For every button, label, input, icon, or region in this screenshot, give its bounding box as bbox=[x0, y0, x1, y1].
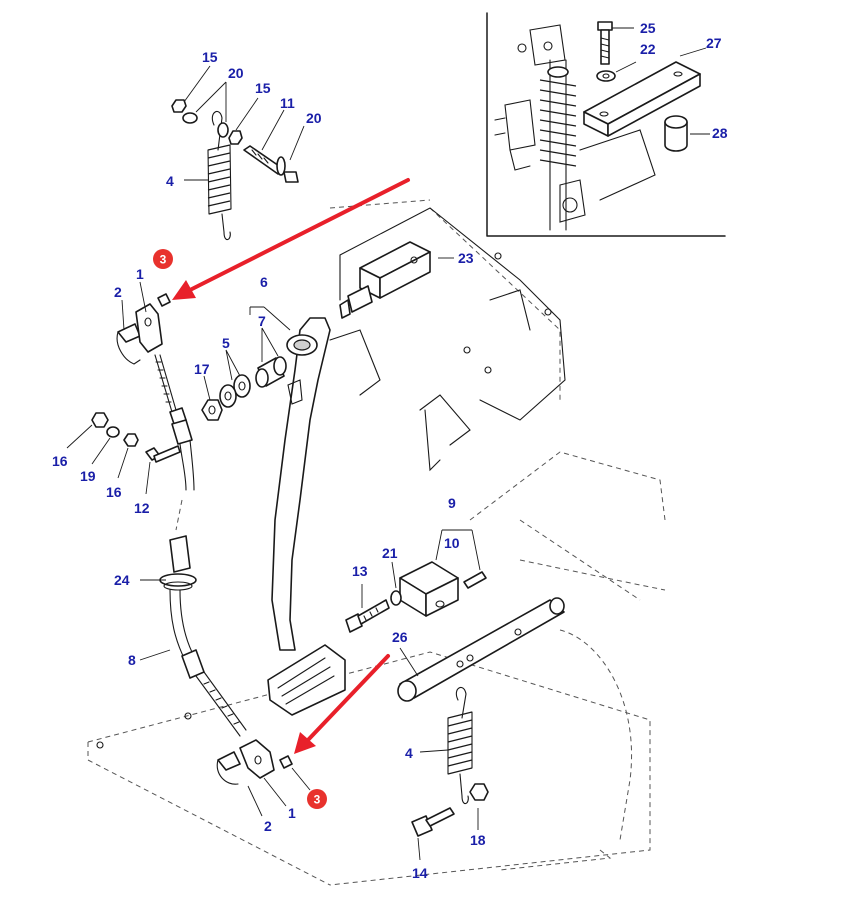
inset-washer-22 bbox=[596, 70, 616, 82]
label-2-lower: 2 bbox=[264, 818, 272, 834]
inset-spring-assembly bbox=[494, 24, 656, 231]
label-18: 18 bbox=[470, 832, 486, 848]
badge-3-upper: 3 bbox=[153, 249, 173, 269]
label-26: 26 bbox=[392, 629, 408, 645]
washer-20-top bbox=[182, 112, 198, 124]
label-21: 21 bbox=[382, 545, 398, 561]
label-1-lower: 1 bbox=[288, 805, 296, 821]
label-12: 12 bbox=[134, 500, 150, 516]
arrow-lower bbox=[294, 654, 390, 754]
pin-3-upper bbox=[157, 293, 171, 307]
nut-15-top bbox=[171, 99, 187, 113]
label-27: 27 bbox=[706, 35, 722, 51]
arrow-upper bbox=[172, 178, 410, 300]
label-5: 5 bbox=[222, 335, 230, 351]
label-15-b: 15 bbox=[255, 80, 271, 96]
label-16-b: 16 bbox=[106, 484, 122, 500]
clip-2-upper bbox=[116, 323, 141, 365]
spring-4-lower bbox=[447, 686, 473, 805]
clevis-1-upper bbox=[135, 303, 163, 353]
bolt-11 bbox=[243, 145, 283, 175]
inset-bolt-25 bbox=[597, 21, 613, 65]
badge-3-upper-text: 3 bbox=[160, 253, 167, 267]
nut-17 bbox=[201, 399, 223, 421]
inset-bushing-28 bbox=[664, 115, 688, 152]
label-7: 7 bbox=[258, 313, 266, 329]
roll-pin-10 bbox=[463, 571, 487, 589]
label-25: 25 bbox=[640, 20, 656, 36]
washer-20-b bbox=[217, 122, 229, 138]
clutch-pedal bbox=[267, 317, 346, 716]
label-28: 28 bbox=[712, 125, 728, 141]
spring-4-upper bbox=[207, 110, 232, 241]
nut-16-a bbox=[91, 412, 109, 428]
bolt-13 bbox=[345, 599, 390, 633]
cable-lower bbox=[159, 535, 247, 737]
label-15-top: 15 bbox=[202, 49, 218, 65]
label-9: 9 bbox=[448, 495, 456, 511]
upper-hardware bbox=[171, 99, 299, 183]
bolt-12 bbox=[145, 445, 181, 463]
label-6: 6 bbox=[260, 274, 268, 290]
label-13: 13 bbox=[352, 563, 368, 579]
label-23: 23 bbox=[458, 250, 474, 266]
label-11: 11 bbox=[280, 95, 295, 111]
callout-labels: 15 20 15 11 20 4 1 2 6 7 5 17 16 19 16 1… bbox=[52, 20, 728, 881]
nut-16-b bbox=[123, 433, 139, 447]
washer-19 bbox=[106, 426, 120, 438]
inset-plate-27 bbox=[583, 61, 701, 137]
washer-5-a bbox=[233, 374, 251, 398]
label-14: 14 bbox=[412, 865, 428, 881]
washer-20-c bbox=[276, 156, 286, 176]
label-16-a: 16 bbox=[52, 453, 68, 469]
label-20-top: 20 bbox=[228, 65, 244, 81]
badge-3-lower-text: 3 bbox=[314, 793, 321, 807]
washer-21 bbox=[390, 590, 402, 606]
label-4-lower: 4 bbox=[405, 745, 413, 761]
badge-3-lower: 3 bbox=[307, 789, 327, 809]
label-17: 17 bbox=[194, 361, 210, 377]
label-2-upper: 2 bbox=[114, 284, 122, 300]
label-24: 24 bbox=[114, 572, 130, 588]
leader-lines bbox=[66, 27, 710, 861]
pedal-bracket bbox=[329, 207, 566, 472]
cable-upper bbox=[154, 354, 195, 531]
label-1-upper: 1 bbox=[136, 266, 144, 282]
washer-5-b bbox=[219, 384, 237, 408]
block-9 bbox=[399, 561, 459, 617]
shaft-26 bbox=[397, 597, 565, 702]
label-8: 8 bbox=[128, 652, 136, 668]
bolt-14 bbox=[411, 807, 455, 837]
label-10: 10 bbox=[444, 535, 460, 551]
label-22: 22 bbox=[640, 41, 656, 57]
rod-end-23 bbox=[339, 241, 431, 319]
nut-18 bbox=[469, 783, 489, 801]
clip-2-lower bbox=[216, 751, 241, 785]
inset-detail-box bbox=[486, 12, 726, 237]
pivot-bushing-7 bbox=[255, 356, 287, 388]
clevis-1-lower bbox=[239, 739, 275, 779]
nut-15-b bbox=[228, 130, 243, 145]
label-20-b: 20 bbox=[306, 110, 322, 126]
label-4-upper: 4 bbox=[166, 173, 174, 189]
label-19: 19 bbox=[80, 468, 96, 484]
pin-3-lower bbox=[279, 755, 293, 769]
